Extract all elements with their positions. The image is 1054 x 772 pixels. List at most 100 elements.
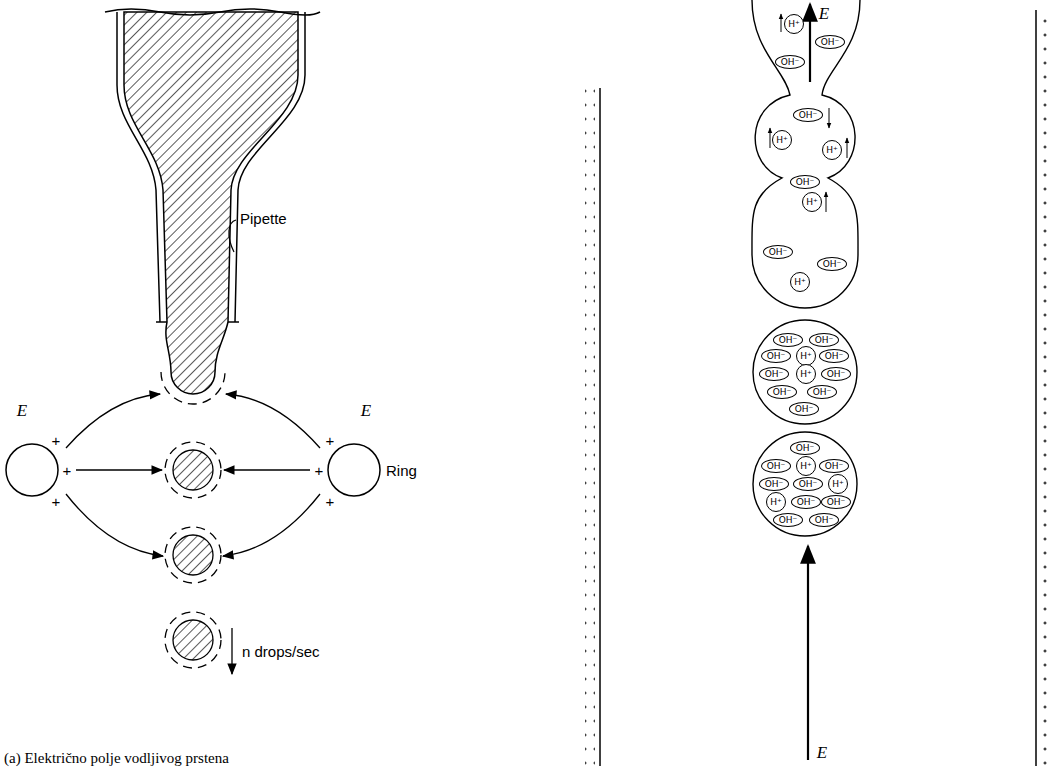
ion: OH⁻ xyxy=(761,349,791,363)
ion: OH⁻ xyxy=(819,459,849,473)
leader-line xyxy=(229,220,236,252)
plate-charges xyxy=(1041,10,1051,766)
ion: OH⁻ xyxy=(759,477,789,491)
field-line xyxy=(224,469,310,470)
detached-drop xyxy=(753,432,857,536)
ion-symbol: OH⁻ xyxy=(796,178,815,187)
glass-tip xyxy=(228,321,239,323)
ion: OH⁻ xyxy=(793,477,823,491)
ion: H⁺ xyxy=(802,192,822,212)
ion: OH⁻ xyxy=(821,495,851,509)
plate-line xyxy=(1035,10,1037,766)
ion-symbol: OH⁻ xyxy=(825,352,844,361)
ion-symbol: OH⁻ xyxy=(773,388,792,397)
ion-symbol: OH⁻ xyxy=(795,405,814,414)
ion-symbol: OH⁻ xyxy=(779,516,798,525)
ion: OH⁻ xyxy=(809,513,839,527)
glass-tip xyxy=(156,321,167,323)
ion: OH⁻ xyxy=(807,385,837,399)
field-symbol: E xyxy=(819,5,829,22)
ion: OH⁻ xyxy=(790,175,820,189)
ion-arrow xyxy=(770,128,771,148)
ion: OH⁻ xyxy=(791,495,821,509)
field-line xyxy=(66,494,163,556)
detached-drop xyxy=(753,320,857,424)
charge-halo xyxy=(165,442,221,498)
field-line xyxy=(76,469,162,470)
ion-symbol: OH⁻ xyxy=(765,480,784,489)
ion-symbol: H⁺ xyxy=(788,20,800,29)
ion-arrow xyxy=(829,108,830,128)
ion: H⁺ xyxy=(796,346,816,366)
field-line xyxy=(223,494,320,556)
ion-arrow xyxy=(847,138,848,158)
charge-halo xyxy=(165,527,221,583)
field-symbol: E xyxy=(17,402,27,419)
liquid xyxy=(124,12,298,394)
charge-sign: + xyxy=(326,494,335,509)
ion-symbol: OH⁻ xyxy=(827,498,846,507)
ion-arrow xyxy=(781,14,782,32)
charge-sign: + xyxy=(52,433,61,448)
drops xyxy=(161,372,225,668)
ion-symbol: OH⁻ xyxy=(781,58,800,67)
ion-symbol: H⁺ xyxy=(794,278,806,287)
ion: OH⁻ xyxy=(773,333,803,347)
part-label: Ring xyxy=(386,463,417,478)
ion-symbol: OH⁻ xyxy=(825,462,844,471)
charge-sign: + xyxy=(52,494,61,509)
ion: H⁺ xyxy=(828,474,848,494)
ion: H⁺ xyxy=(784,14,804,34)
ion-symbol: OH⁻ xyxy=(815,516,834,525)
ion-symbol: OH⁻ xyxy=(815,336,834,345)
charge-sign: + xyxy=(326,433,335,448)
field-symbol: E xyxy=(361,402,371,419)
ion-symbol: H⁺ xyxy=(776,136,788,145)
ion: OH⁻ xyxy=(763,245,793,259)
ion-symbol: OH⁻ xyxy=(821,38,840,47)
ion: OH⁻ xyxy=(775,55,805,69)
liquid-column xyxy=(752,0,860,536)
field-line xyxy=(226,394,320,448)
ion-symbol: OH⁻ xyxy=(823,260,842,269)
necking-drop xyxy=(752,0,860,308)
ion: OH⁻ xyxy=(761,459,791,473)
charge-halo xyxy=(165,612,221,668)
ion-symbol: H⁺ xyxy=(800,462,812,471)
ion: OH⁻ xyxy=(767,385,797,399)
plate-line xyxy=(599,88,601,766)
ion: OH⁻ xyxy=(789,402,819,416)
field-line xyxy=(66,394,160,448)
ring-section xyxy=(328,444,380,496)
ion: OH⁻ xyxy=(793,108,823,122)
rate-label: n drops/sec xyxy=(242,644,320,659)
ion-arrow xyxy=(826,192,827,212)
part-label: Pipette xyxy=(240,211,287,226)
ion: H⁺ xyxy=(822,140,842,160)
pipette xyxy=(105,9,320,394)
ion-symbol: H⁺ xyxy=(826,146,838,155)
ion-symbol: OH⁻ xyxy=(765,370,784,379)
plate-charges xyxy=(585,88,595,766)
ion-symbol: OH⁻ xyxy=(799,111,818,120)
ion: H⁺ xyxy=(772,130,792,150)
field-symbol: E xyxy=(817,744,827,761)
ion: OH⁻ xyxy=(819,349,849,363)
figure-caption: (a) Električno polje vodljivog prstena xyxy=(4,751,229,766)
ion-symbol: OH⁻ xyxy=(796,444,815,453)
ion-symbol: H⁺ xyxy=(806,198,818,207)
ion-symbol: OH⁻ xyxy=(799,480,818,489)
field-lines xyxy=(66,394,320,674)
ion: H⁺ xyxy=(796,364,816,384)
ion: H⁺ xyxy=(766,492,786,512)
ion: H⁺ xyxy=(790,272,810,292)
ring-section xyxy=(6,444,58,496)
ion-symbol: H⁺ xyxy=(800,370,812,379)
ion-symbol: OH⁻ xyxy=(813,388,832,397)
motion-arrow xyxy=(231,628,232,674)
ion-symbol: OH⁻ xyxy=(769,248,788,257)
ion-symbol: H⁺ xyxy=(832,480,844,489)
charge-sign: + xyxy=(63,463,72,478)
